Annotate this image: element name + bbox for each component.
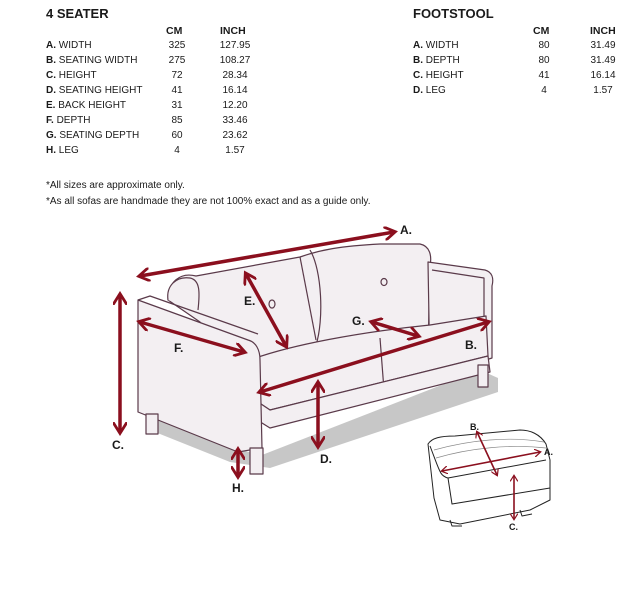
stool-label-b: B. [470, 422, 479, 432]
row-letter: B. [46, 55, 56, 66]
footstool-dimension-arrows [442, 432, 540, 519]
label-h: H. [232, 481, 244, 495]
footstool-cm-header: CM [533, 25, 550, 37]
row-letter: H. [46, 145, 56, 156]
row-label: LEG [58, 145, 79, 156]
table-row: H. LEG 4 1.57 [46, 145, 245, 160]
footstool-illustration [427, 429, 551, 527]
table-row: D. LEG 4 1.57 [413, 85, 613, 100]
table-row: D. SEATING HEIGHT 41 16.14 [46, 85, 248, 100]
arrow-e-back-height [246, 274, 286, 346]
footstool-title: FOOTSTOOL [413, 6, 494, 21]
table-row: C. HEIGHT 41 16.14 [413, 70, 616, 85]
cm-value: 4 [541, 85, 547, 96]
note-approximate: *All sizes are approximate only. [46, 180, 185, 191]
cm-value: 325 [168, 40, 186, 51]
cm-value: 85 [171, 115, 183, 126]
inch-value: 16.14 [222, 85, 248, 96]
row-label: SEATING HEIGHT [58, 85, 143, 96]
inch-value: 28.34 [222, 70, 248, 81]
inch-value: 1.57 [593, 85, 613, 96]
label-d: D. [320, 452, 332, 466]
footstool-dimension-labels: A. B. C. [470, 422, 553, 532]
inch-value: 108.27 [219, 55, 251, 66]
cm-value: 80 [538, 55, 550, 66]
row-label: DEPTH [425, 55, 460, 66]
label-g: G. [352, 314, 365, 328]
row-label: DEPTH [56, 115, 91, 126]
footstool-inch-header: INCH [590, 25, 616, 37]
row-letter: F. [46, 115, 54, 126]
table-row: B. DEPTH 80 31.49 [413, 55, 616, 70]
sofa-dimension-labels: A. B. C. D. E. F. G. H. [112, 223, 477, 495]
row-letter: D. [46, 85, 56, 96]
row-letter: D. [413, 85, 423, 96]
cm-value: 31 [171, 100, 183, 111]
row-letter: A. [413, 40, 423, 51]
row-letter: C. [413, 70, 423, 81]
sofa-dimension-arrows [120, 232, 488, 476]
inch-value: 16.14 [590, 70, 616, 81]
table-row: A. WIDTH 325 127.95 [46, 40, 250, 55]
stool-arrow-b [477, 432, 497, 475]
arrow-g-seating-depth [372, 322, 418, 336]
row-label: WIDTH [58, 40, 92, 51]
row-label: WIDTH [425, 40, 459, 51]
table-row: A. WIDTH 80 31.49 [413, 40, 616, 55]
table-row: G. SEATING DEPTH 60 23.62 [46, 130, 248, 145]
row-letter: G. [46, 130, 57, 141]
row-label: LEG [425, 85, 446, 96]
cm-value: 80 [538, 40, 550, 51]
label-b: B. [465, 338, 477, 352]
cm-value: 275 [168, 55, 186, 66]
row-letter: A. [46, 40, 56, 51]
cm-value: 41 [538, 70, 550, 81]
note-handmade: *As all sofas are handmade they are not … [46, 196, 371, 207]
inch-value: 31.49 [590, 55, 616, 66]
footstool-dimensions-table: FOOTSTOOL CM INCH A. WIDTH 80 31.49 B. D… [413, 6, 633, 101]
table-row: C. HEIGHT 72 28.34 [46, 70, 248, 85]
row-label: HEIGHT [58, 70, 97, 81]
sofa-dimensions-table: 4 SEATER CM INCH A. WIDTH 325 127.95 B. … [46, 6, 296, 161]
label-a: A. [400, 223, 412, 237]
table-row: F. DEPTH 85 33.46 [46, 115, 248, 130]
row-letter: C. [46, 70, 56, 81]
row-label: SEATING WIDTH [58, 55, 138, 66]
cm-value: 60 [171, 130, 183, 141]
label-f: F. [174, 341, 183, 355]
cm-value: 41 [171, 85, 183, 96]
inch-value: 1.57 [225, 145, 245, 156]
row-letter: E. [46, 100, 56, 111]
stool-label-a: A. [544, 447, 553, 457]
sofa-title: 4 SEATER [46, 6, 109, 21]
inch-value: 127.95 [219, 40, 251, 51]
inch-value: 33.46 [222, 115, 248, 126]
table-row: B. SEATING WIDTH 275 108.27 [46, 55, 250, 70]
row-letter: B. [413, 55, 423, 66]
inch-value: 12.20 [222, 100, 248, 111]
stool-label-c: C. [509, 522, 518, 532]
row-label: BACK HEIGHT [58, 100, 127, 111]
row-label: SEATING DEPTH [59, 130, 140, 141]
cm-value: 72 [171, 70, 183, 81]
cm-value: 4 [174, 145, 180, 156]
sofa-cm-header: CM [166, 25, 183, 37]
label-e: E. [244, 294, 255, 308]
arrow-b-seating-width [260, 322, 488, 392]
inch-value: 31.49 [590, 40, 616, 51]
sofa-inch-header: INCH [220, 25, 246, 37]
arrow-f-depth [140, 322, 244, 352]
arrow-a-width [140, 232, 394, 276]
table-row: E. BACK HEIGHT 31 12.20 [46, 100, 248, 115]
inch-value: 23.62 [222, 130, 248, 141]
row-label: HEIGHT [425, 70, 464, 81]
label-c: C. [112, 438, 124, 452]
